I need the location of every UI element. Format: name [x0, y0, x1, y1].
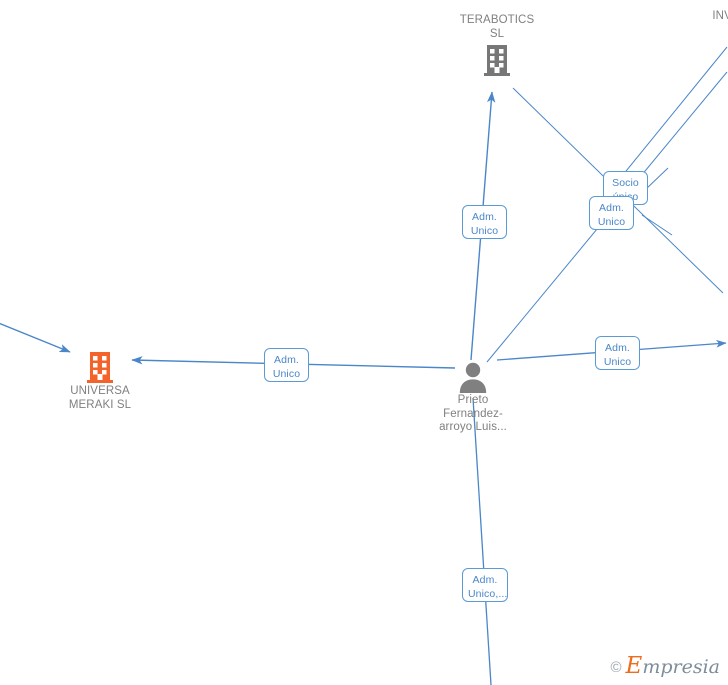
relation-label-upper-right[interactable]: Adm. Unico [589, 196, 634, 230]
copyright-icon: © [610, 658, 622, 676]
empresia-watermark: © Empresia [610, 655, 720, 678]
node-terabotics[interactable]: TERABOTICS SL [432, 14, 562, 77]
person-icon [459, 362, 487, 393]
node-prieto-fernandez[interactable]: Prieto Fernandez- arroyo Luis... [408, 361, 538, 435]
edge-label-cluster-right [644, 167, 669, 191]
node-inve-label: INVE [712, 10, 728, 22]
relation-label-socio-unico[interactable]: Socio único [603, 171, 648, 205]
building-icon [87, 352, 113, 383]
node-universa-meraki[interactable]: UNIVERSA MERAKI SL [35, 350, 165, 412]
relation-label-bottom[interactable]: Adm. Unico,... [462, 568, 508, 602]
edge-person-bottom [472, 397, 492, 685]
building-icon [484, 45, 510, 76]
brand-initial: E [625, 653, 643, 679]
relation-label-terabotics[interactable]: Adm. Unico [462, 205, 507, 239]
node-inve[interactable]: INVE [661, 10, 728, 26]
node-universa-meraki-label: UNIVERSA MERAKI SL [68, 385, 132, 411]
relation-label-right[interactable]: Adm. Unico [595, 336, 640, 370]
node-terabotics-label: TERABOTICS SL [459, 14, 535, 40]
edge-label-cluster-lower [641, 214, 673, 236]
brand-wordmark: Empresia [626, 655, 720, 678]
brand-rest: mpresia [642, 656, 720, 678]
edge-offscreen-universa [0, 322, 71, 353]
relation-label-universa[interactable]: Adm. Unico [264, 348, 309, 382]
node-prieto-fernandez-label: Prieto Fernandez- arroyo Luis... [439, 394, 507, 433]
